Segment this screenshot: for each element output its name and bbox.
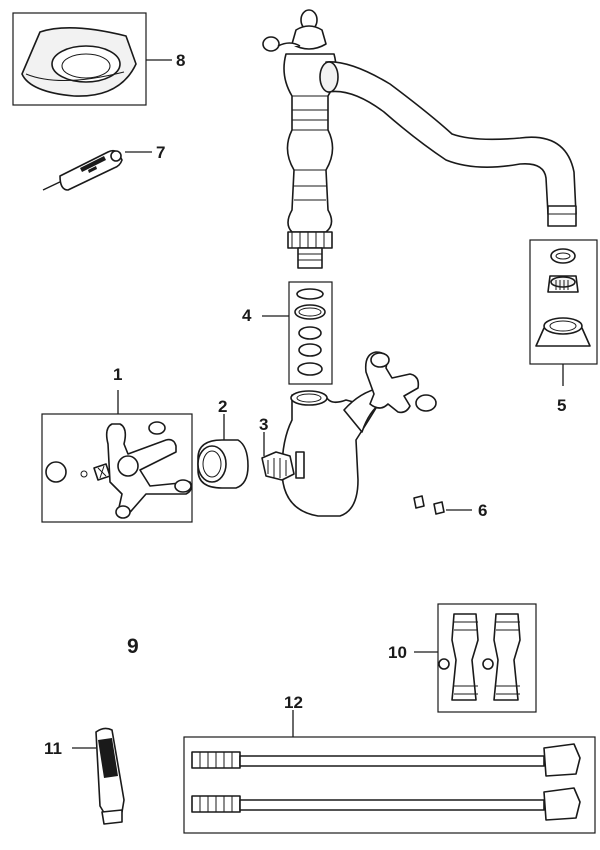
body-cross-handle — [364, 351, 437, 414]
callout-11: 11 — [44, 739, 62, 758]
callout-4: 4 — [242, 306, 252, 325]
callout-10: 10 — [388, 643, 407, 662]
part-12-flexible-hoses — [183, 736, 596, 834]
callout-3: 3 — [259, 415, 269, 434]
part-7-allen-key — [42, 149, 123, 191]
part-2-escutcheon — [197, 439, 249, 489]
callout-2: 2 — [218, 397, 228, 416]
callout-1: 1 — [113, 365, 123, 384]
callout-9: 9 — [127, 635, 139, 658]
part-8-mounting-washer — [12, 12, 147, 106]
faucet-body — [281, 387, 387, 517]
part-4-o-ring-set — [288, 281, 333, 385]
callout-5: 5 — [557, 396, 567, 415]
part-3-cartridge — [261, 451, 295, 481]
swan-neck-spout — [262, 9, 577, 269]
part-6-grub-screws — [413, 495, 445, 515]
callout-8: 8 — [176, 51, 186, 70]
part-11-sealant-tube — [95, 727, 125, 825]
callout-6: 6 — [478, 501, 488, 520]
callout-7: 7 — [156, 143, 166, 162]
part-10-isolation-valves — [437, 603, 537, 713]
part-1-handle-kit — [41, 413, 193, 523]
part-5-aerator-set — [529, 239, 598, 365]
callout-12: 12 — [284, 693, 303, 712]
